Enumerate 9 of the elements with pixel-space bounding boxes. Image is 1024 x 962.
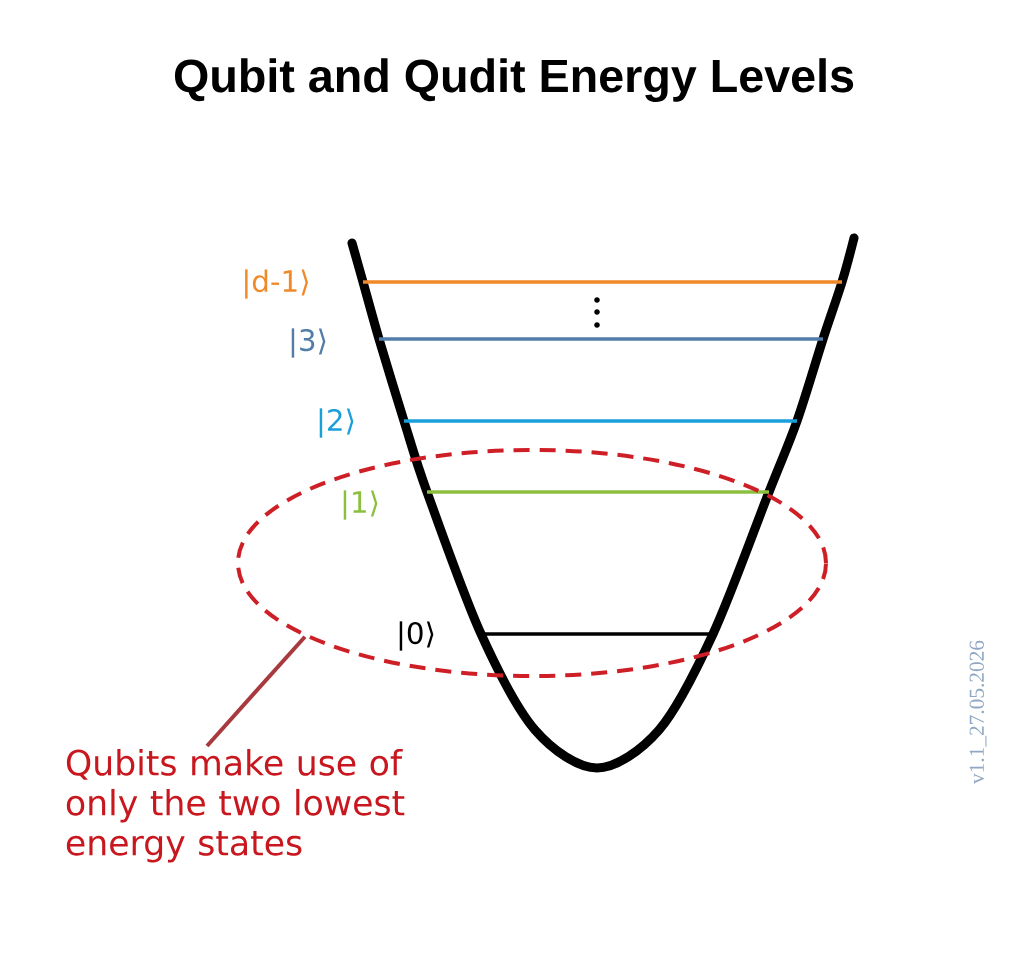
ellipse-outline [236,448,828,678]
state-label: |0⟩ [399,621,434,651]
state-label: |d-1⟩ [245,269,308,299]
state-label: |1⟩ [343,490,378,520]
version-label: v1.1_27.05.2026 [969,640,987,784]
state-label: |3⟩ [291,328,326,358]
leader-line [205,635,307,748]
title: Qubit and Qudit Energy Levels [174,58,854,102]
annotation-text: Qubits make use of only the two lowest energy states [66,748,405,863]
